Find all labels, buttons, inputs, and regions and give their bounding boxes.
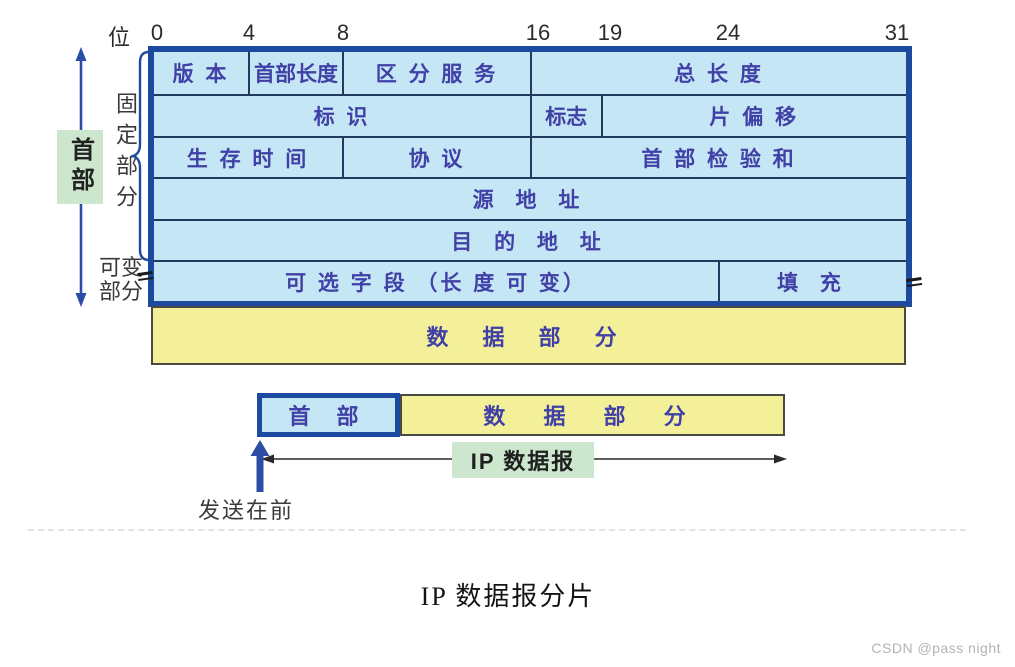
bit-tick-31: 31 (884, 20, 910, 45)
field-header-checksum: 首 部 检 验 和 (530, 138, 906, 177)
field-ttl: 生 存 时 间 (186, 147, 310, 171)
field-version: 版 本 (172, 63, 230, 86)
field-source-address: 源 地 址 (472, 189, 588, 212)
data-section-row: 数 据 部 分 (151, 306, 906, 365)
table-row-2: 标 识 标志 片 偏 移 (154, 94, 906, 136)
bit-tick-19: 19 (597, 20, 623, 45)
ip-datagram-span-label: IP 数据报 (452, 442, 594, 478)
table-row-5: 目 的 地 址 (154, 219, 906, 260)
table-row-1: 版 本 首部长度 区 分 服 务 总 长 度 (154, 52, 906, 94)
datagram-header-box: 首 部 (257, 393, 400, 437)
field-total-length: 总 长 度 (530, 52, 906, 94)
field-dscp: 区 分 服 务 (342, 52, 530, 94)
header-side-label: 首部 (57, 130, 103, 204)
variable-length-break-icon (137, 271, 154, 284)
field-flags: 标志 (530, 96, 601, 136)
field-options: 可 选 字 段 （长 度 可 变） (285, 271, 587, 295)
ip-header-table: 版 本 首部长度 区 分 服 务 总 长 度 标 识 标志 片 偏 移 生 存 … (148, 46, 912, 307)
sent-first-label: 发送在前 (198, 498, 295, 523)
variable-length-break-icon (906, 277, 923, 290)
field-protocol: 协 议 (342, 138, 530, 177)
sent-first-arrow-icon (250, 440, 270, 492)
figure-caption: IP 数据报分片 (420, 582, 596, 611)
datagram-data-box: 数 据 部 分 (400, 394, 785, 436)
field-fragment-offset: 片 偏 移 (600, 96, 907, 136)
fixed-part-brace-icon (131, 50, 151, 262)
variable-part-label: 可变部分 (99, 255, 144, 304)
page-divider (28, 529, 966, 531)
csdn-watermark: CSDN @pass night (871, 640, 1001, 656)
table-row-6: 可 选 字 段 （长 度 可 变） 填 充 (154, 260, 906, 301)
field-padding: 填 充 (718, 262, 906, 301)
bit-axis-label: 位 (108, 25, 132, 50)
field-destination-address: 目 的 地 址 (451, 230, 609, 254)
bit-tick-4: 4 (242, 20, 256, 45)
bit-tick-8: 8 (336, 20, 350, 45)
table-row-3: 生 存 时 间 协 议 首 部 检 验 和 (154, 136, 906, 177)
bit-tick-16: 16 (525, 20, 551, 45)
field-header-length: 首部长度 (248, 52, 342, 94)
bit-tick-24: 24 (715, 20, 741, 45)
table-row-4: 源 地 址 (154, 177, 906, 219)
fixed-part-label: 固定部分 (113, 92, 138, 216)
field-identification: 标 识 (313, 106, 371, 129)
bit-tick-0: 0 (150, 20, 164, 45)
